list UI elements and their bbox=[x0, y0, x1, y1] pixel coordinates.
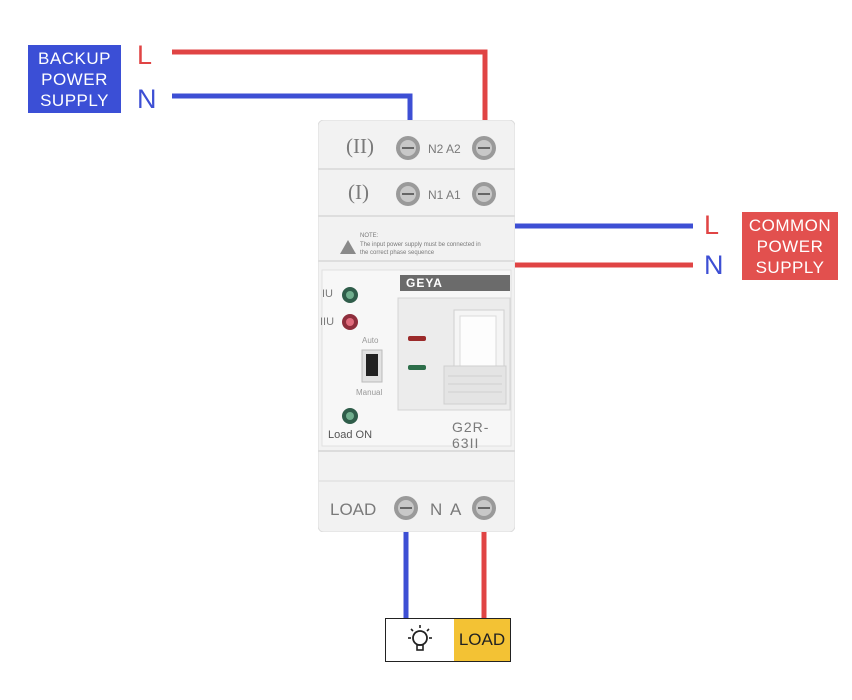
common-label-line-1: COMMON bbox=[748, 215, 832, 235]
backup-l-letter: L bbox=[137, 40, 153, 70]
transfer-switch-device: (II) N2 A2 (I) N1 A1 NOTE: The input pow… bbox=[318, 120, 515, 532]
source-ii-label: (II) bbox=[346, 134, 374, 158]
common-label-line-2: POWER bbox=[756, 236, 824, 256]
note-text-2: the correct phase sequence bbox=[360, 250, 435, 256]
device-body-svg bbox=[318, 120, 515, 532]
load-box: LOAD bbox=[385, 618, 511, 662]
common-line-wire bbox=[484, 194, 693, 229]
backup-label-line-3: SUPPLY bbox=[40, 90, 109, 110]
backup-power-supply-label: BACKUP POWER SUPPLY bbox=[28, 45, 121, 113]
common-l-letter: L bbox=[704, 210, 720, 240]
common-label-line-3: SUPPLY bbox=[755, 257, 825, 277]
note-title: NOTE: bbox=[360, 233, 379, 239]
note-text-1: The input power supply must be connected… bbox=[360, 242, 481, 248]
terminals-ii-label: N2 A2 bbox=[428, 142, 461, 156]
backup-label-line-2: POWER bbox=[41, 69, 108, 89]
backup-n-letter: N bbox=[137, 84, 157, 114]
load-on-label: Load ON bbox=[328, 429, 373, 441]
brand-logo: GEYA bbox=[406, 276, 443, 290]
load-terminals-label: N A bbox=[430, 500, 464, 519]
indicator-iiu-label: IIU bbox=[320, 316, 335, 328]
load-label: LOAD bbox=[454, 619, 510, 661]
load-terminal-label: LOAD bbox=[330, 500, 377, 519]
backup-label-line-1: BACKUP bbox=[38, 48, 111, 68]
mode-auto-label: Auto bbox=[362, 336, 379, 345]
indicator-iu-label: IU bbox=[322, 288, 333, 300]
light-bulb-icon bbox=[386, 619, 454, 661]
backup-line-wire bbox=[172, 49, 488, 148]
source-i-label: (I) bbox=[348, 180, 369, 204]
common-power-supply-label: COMMON POWER SUPPLY bbox=[742, 212, 838, 280]
model-label: G2R-63II bbox=[452, 419, 490, 451]
mode-manual-label: Manual bbox=[356, 388, 383, 397]
terminals-i-label: N1 A1 bbox=[428, 188, 461, 202]
common-n-letter: N bbox=[704, 250, 724, 280]
